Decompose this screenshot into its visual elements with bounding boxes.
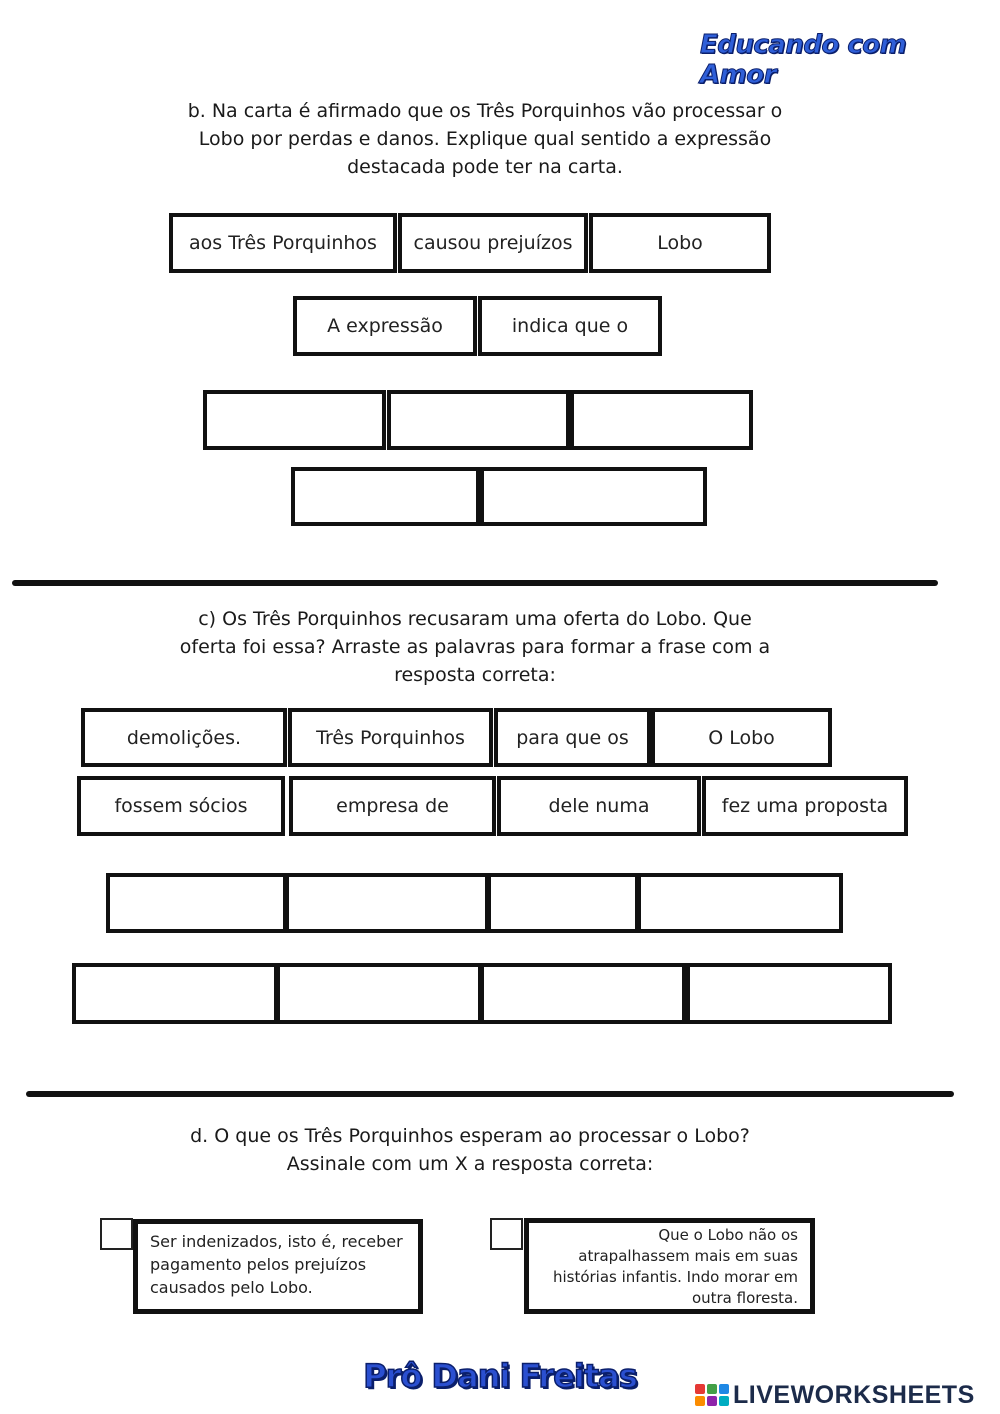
logo-square bbox=[695, 1384, 705, 1394]
liveworksheets-logo-icon bbox=[695, 1384, 729, 1406]
drop-slot[interactable] bbox=[480, 467, 707, 526]
liveworksheets-logo-text: LIVEWORKSHEETS bbox=[733, 1380, 975, 1409]
drop-slot[interactable] bbox=[686, 963, 892, 1024]
option-1-box: Ser indenizados, isto é, receber pagamen… bbox=[133, 1219, 423, 1314]
question-b-line: b. Na carta é afirmado que os Três Porqu… bbox=[187, 100, 783, 122]
question-d-line: d. O que os Três Porquinhos esperam ao p… bbox=[190, 1125, 750, 1147]
top-brand-logo: Educando com Amor bbox=[700, 30, 908, 91]
drop-slot[interactable] bbox=[480, 963, 686, 1024]
drop-slot[interactable] bbox=[637, 873, 843, 933]
drop-slot[interactable] bbox=[387, 390, 570, 450]
option-2-line: outra floresta. bbox=[691, 1289, 798, 1307]
word-tile[interactable]: demolições. bbox=[81, 708, 287, 767]
drop-slot[interactable] bbox=[276, 963, 482, 1024]
option-2-box: Que o Lobo não os atrapalhassem mais em … bbox=[524, 1218, 815, 1314]
option-2-checkbox[interactable] bbox=[490, 1218, 523, 1250]
question-c-prompt: c) Os Três Porquinhos recusaram uma ofer… bbox=[140, 605, 810, 689]
word-tile[interactable]: aos Três Porquinhos bbox=[169, 213, 397, 273]
logo-square bbox=[707, 1384, 717, 1394]
drop-slot[interactable] bbox=[72, 963, 278, 1024]
question-d-prompt: d. O que os Três Porquinhos esperam ao p… bbox=[130, 1122, 810, 1178]
question-c-line: resposta correta: bbox=[394, 664, 556, 686]
word-tile[interactable]: fossem sócios bbox=[77, 776, 285, 836]
question-d-line: Assinale com um X a resposta correta: bbox=[286, 1153, 654, 1175]
word-tile[interactable]: Lobo bbox=[589, 213, 771, 273]
word-tile[interactable]: A expressão bbox=[293, 296, 477, 356]
drop-slot[interactable] bbox=[106, 873, 287, 933]
word-tile[interactable]: causou prejuízos bbox=[398, 213, 588, 273]
liveworksheets-logo: LIVEWORKSHEETS bbox=[695, 1378, 995, 1412]
word-tile[interactable]: indica que o bbox=[478, 296, 662, 356]
logo-square bbox=[707, 1396, 717, 1406]
option-1-checkbox[interactable] bbox=[100, 1218, 133, 1250]
option-2-line: Que o Lobo não os bbox=[658, 1226, 798, 1244]
word-tile[interactable]: empresa de bbox=[289, 776, 496, 836]
question-c-line: oferta foi essa? Arraste as palavras par… bbox=[179, 636, 771, 658]
option-1-line: Ser indenizados, isto é, receber bbox=[150, 1232, 403, 1251]
option-1-line: pagamento pelos prejuízos bbox=[150, 1255, 367, 1274]
logo-square bbox=[719, 1396, 729, 1406]
option-2-line: atrapalhassem mais em suas bbox=[578, 1247, 798, 1265]
drop-slot[interactable] bbox=[487, 873, 639, 933]
drop-slot[interactable] bbox=[291, 467, 480, 526]
section-divider bbox=[12, 580, 938, 586]
question-b-prompt: b. Na carta é afirmado que os Três Porqu… bbox=[150, 97, 820, 181]
question-c-line: c) Os Três Porquinhos recusaram uma ofer… bbox=[198, 608, 752, 630]
drop-slot[interactable] bbox=[570, 390, 753, 450]
word-tile[interactable]: dele numa bbox=[497, 776, 701, 836]
drop-slot[interactable] bbox=[285, 873, 489, 933]
word-tile[interactable]: O Lobo bbox=[651, 708, 832, 767]
word-tile[interactable]: fez uma proposta bbox=[702, 776, 908, 836]
section-divider bbox=[26, 1091, 954, 1097]
logo-square bbox=[695, 1396, 705, 1406]
question-b-line: destacada pode ter na carta. bbox=[347, 156, 623, 178]
drop-slot[interactable] bbox=[203, 390, 386, 450]
option-1-line: causados pelo Lobo. bbox=[150, 1278, 313, 1297]
option-2-line: histórias infantis. Indo morar em bbox=[552, 1268, 798, 1286]
logo-square bbox=[719, 1384, 729, 1394]
word-tile[interactable]: para que os bbox=[494, 708, 651, 767]
question-b-line: Lobo por perdas e danos. Explique qual s… bbox=[198, 128, 772, 150]
word-tile[interactable]: Três Porquinhos bbox=[288, 708, 493, 767]
author-logo: Prô Dani Freitas bbox=[362, 1356, 638, 1396]
